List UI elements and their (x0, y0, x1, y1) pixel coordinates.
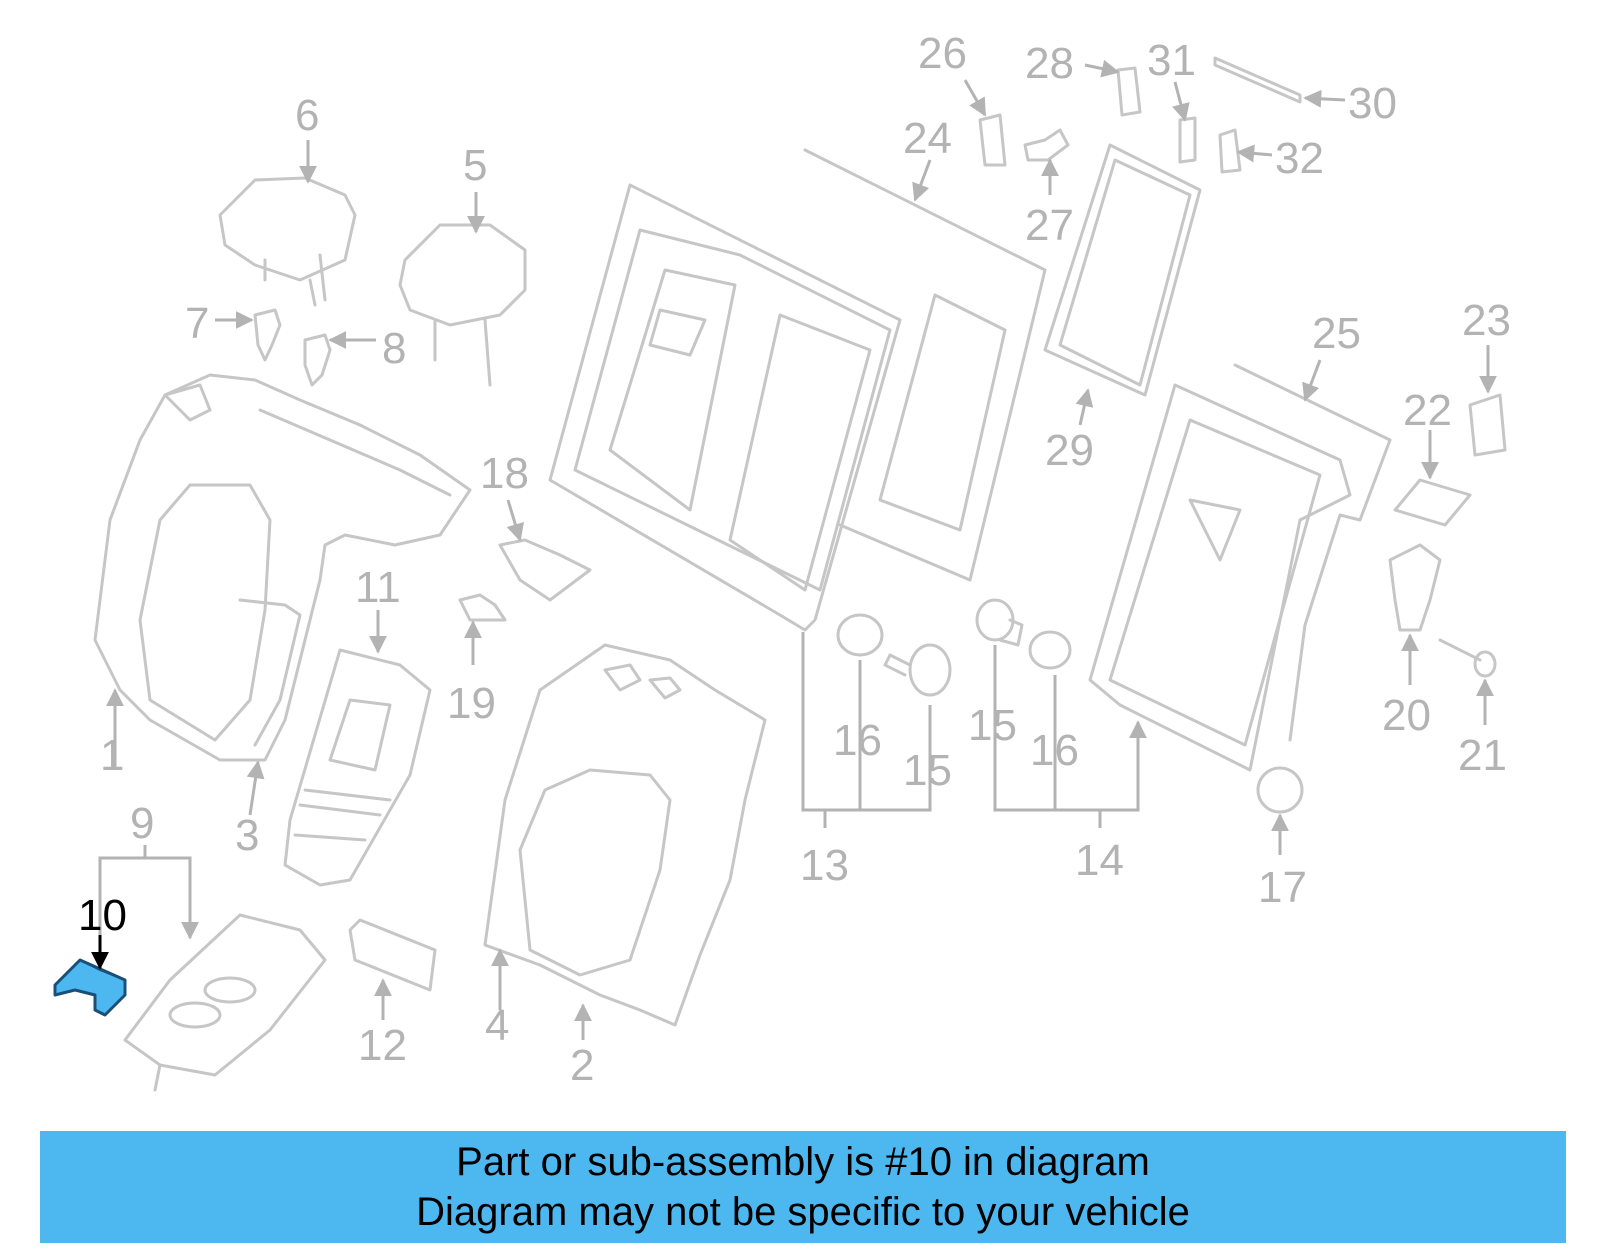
bracket-26 (978, 113, 1007, 167)
seatback-frame-right (1088, 363, 1392, 772)
callout-11: 11 (355, 563, 401, 612)
bushing-16b (1028, 630, 1072, 670)
clip-28 (1116, 66, 1142, 117)
callout-4: 4 (485, 1001, 509, 1050)
callout-8: 8 (382, 324, 406, 373)
callout-2: 2 (570, 1041, 594, 1090)
bolt-15b (975, 598, 1024, 647)
clip-31 (1178, 116, 1197, 164)
headrest-6 (218, 176, 357, 307)
callout-29: 29 (1045, 426, 1094, 475)
headrest-5 (398, 223, 527, 387)
callout-18: 18 (480, 449, 529, 498)
callout-7: 7 (185, 299, 209, 348)
bracket-18 (498, 538, 592, 602)
callout-25: 25 (1312, 309, 1361, 358)
cup-holder-insert-10 (53, 958, 127, 1017)
rod-30 (1213, 56, 1302, 104)
banner-line-part: Part or sub-assembly is #10 in diagram (456, 1140, 1150, 1184)
seatback-cushion-right (483, 643, 767, 1027)
callout-23: 23 (1462, 296, 1511, 345)
callout-32: 32 (1275, 134, 1324, 183)
callout-17: 17 (1258, 863, 1307, 912)
panel (1043, 143, 1202, 397)
callout-12: 12 (358, 1021, 407, 1070)
bushing-16a (836, 613, 884, 657)
leader-lines (91, 59, 1497, 1040)
trim-12 (348, 918, 437, 992)
bolt-21 (1438, 638, 1497, 678)
info-banner: Part or sub-assembly is #10 in diagram D… (40, 1131, 1566, 1243)
callout-30: 30 (1348, 79, 1397, 128)
clip-19 (458, 593, 507, 622)
armrest-9 (123, 913, 327, 1092)
callout-22: 22 (1403, 386, 1452, 435)
callout-28: 28 (1025, 39, 1074, 88)
banner-line-disclaimer: Diagram may not be specific to your vehi… (416, 1190, 1190, 1234)
callout-26: 26 (918, 29, 967, 78)
callout-24: 24 (903, 114, 952, 163)
callout-16b: 16 (1030, 726, 1079, 775)
bezel-22 (1393, 478, 1472, 527)
seatback-cushion-left (93, 373, 472, 762)
callout-14: 14 (1075, 836, 1124, 885)
callout-19: 19 (447, 679, 496, 728)
callout-10: 10 (78, 891, 127, 940)
clip-32 (1218, 128, 1242, 174)
bolt-27 (1023, 128, 1070, 162)
callout-21: 21 (1458, 731, 1507, 780)
callout-6: 6 (295, 91, 319, 140)
callout-labels: 1 2 3 4 5 6 7 8 9 10 11 12 13 14 15 15 1… (78, 29, 1511, 1090)
callout-15a: 15 (903, 746, 952, 795)
callout-1: 1 (100, 731, 124, 780)
callout-27: 27 (1025, 201, 1074, 250)
callout-16a: 16 (833, 716, 882, 765)
bushing-17 (1256, 766, 1304, 814)
cap-23 (1468, 393, 1507, 457)
armrest-bracket (283, 648, 432, 887)
seatback-frame (548, 148, 1047, 632)
callout-31: 31 (1147, 36, 1196, 85)
callout-20: 20 (1382, 691, 1431, 740)
callout-13: 13 (800, 841, 849, 890)
guide-7 (253, 308, 282, 362)
callout-3: 3 (235, 811, 259, 860)
callout-15b: 15 (968, 701, 1017, 750)
hinge-20 (1388, 543, 1442, 632)
callout-9: 9 (130, 799, 154, 848)
guide-8 (303, 333, 332, 387)
bolt-15a (883, 643, 952, 697)
callout-5: 5 (463, 141, 487, 190)
